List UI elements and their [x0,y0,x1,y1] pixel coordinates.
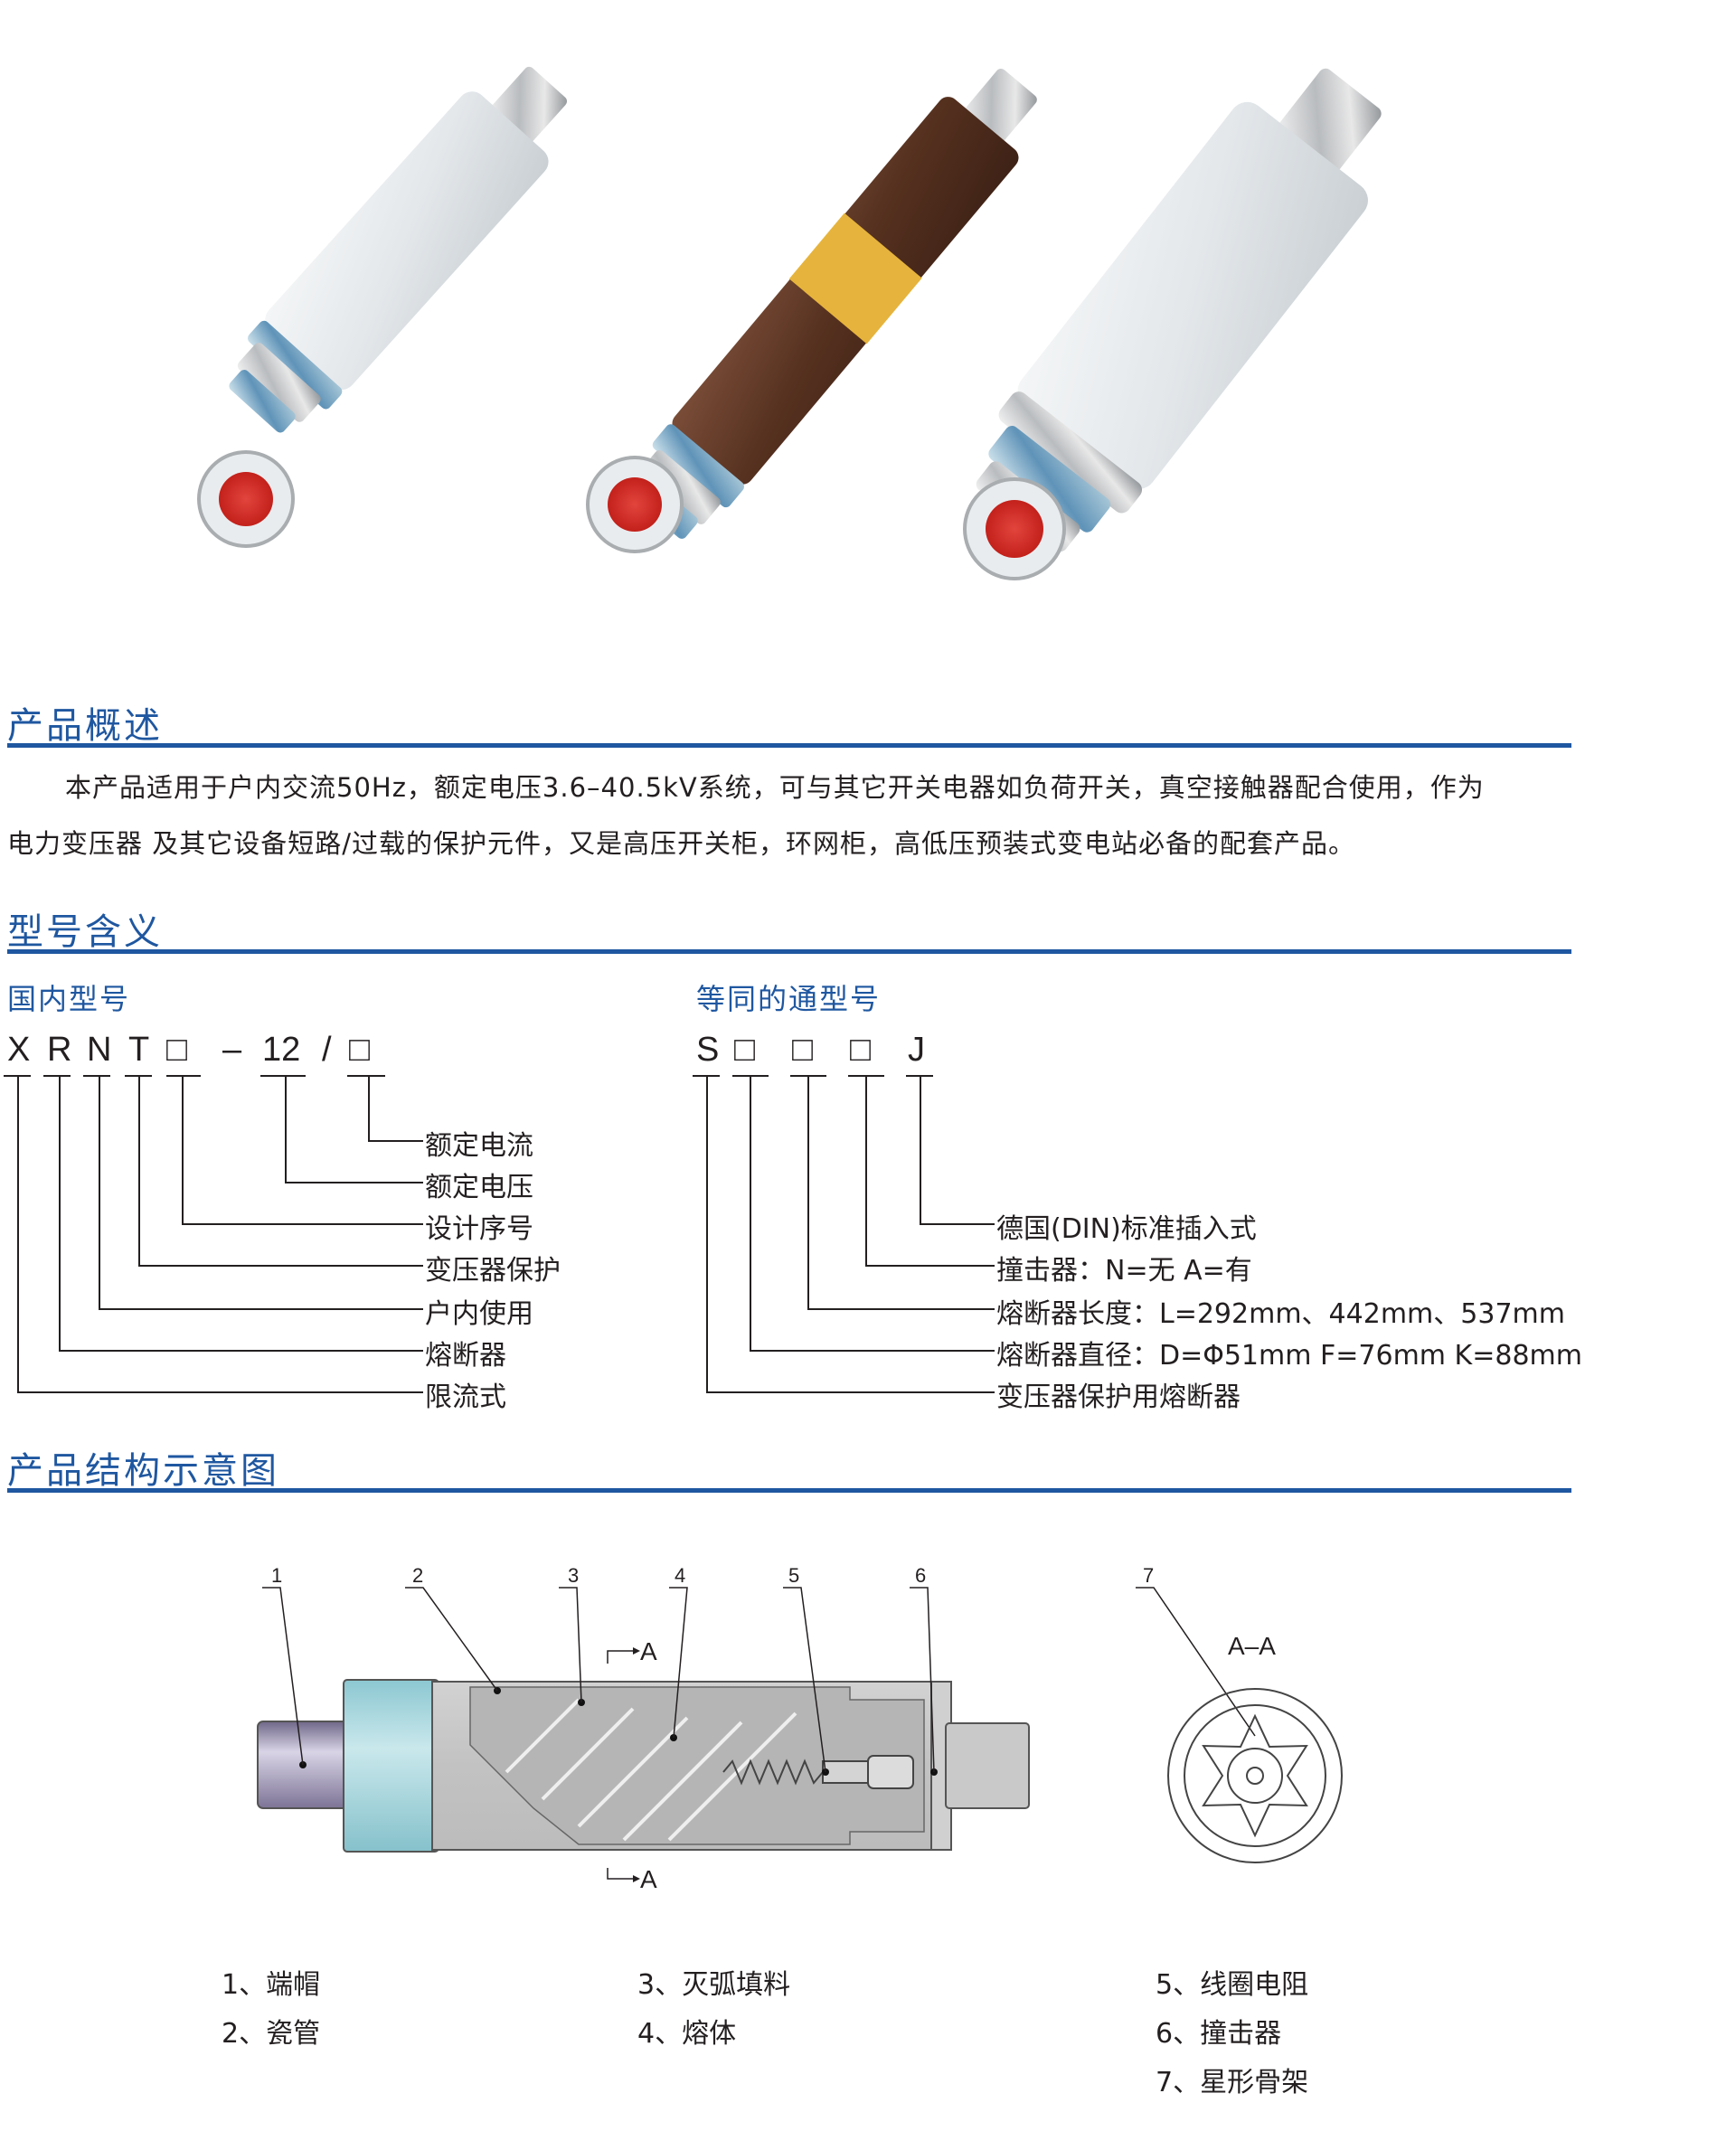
section-divider [7,1488,1571,1493]
section-marker-top: A [640,1637,657,1665]
callout-7: 7 [1143,1564,1154,1587]
label-rated-current: 额定电流 [425,1130,533,1162]
section-aa-label: A–A [1228,1632,1276,1660]
section-divider [7,949,1571,954]
label-din-plug-in: 德国(DIN)标准插入式 [996,1213,1257,1245]
code-char: S [696,1031,720,1069]
callout-6: 6 [915,1564,926,1587]
section-marker-bottom: A [640,1865,657,1893]
code-placeholder-box: □ [349,1031,370,1069]
label-fuse: 熔断器 [425,1340,506,1372]
callout-2: 2 [412,1564,423,1587]
domestic-model-heading: 国内型号 [7,982,131,1016]
equivalent-model-heading: 等同的通型号 [696,982,882,1016]
code-placeholder-box: □ [734,1031,755,1069]
red-indicator-icon [219,472,273,526]
code-placeholder-box: □ [792,1031,813,1069]
label-fuse-length: 熔断器长度：L=292mm、442mm、537mm [996,1298,1565,1330]
label-current-limiting: 限流式 [425,1381,506,1413]
label-fuse-diameter: 熔断器直径：D=Φ51mm F=76mm K=88mm [996,1340,1582,1372]
code-char: T [128,1031,150,1069]
section-title-structure: 产品结构示意图 [7,1450,279,1492]
callout-3: 3 [568,1564,579,1587]
star-core-cross-section [1167,1688,1343,1863]
legend-item-3: 3、灭弧填料 [637,1969,791,2001]
red-indicator-icon [986,500,1043,558]
label-striker: 撞击器：N=无 A=有 [996,1255,1252,1287]
legend-item-2: 2、瓷管 [222,2018,321,2050]
section-title-overview: 产品概述 [7,705,163,747]
callout-1: 1 [271,1564,282,1587]
red-indicator-icon [608,477,662,532]
fuse-white-large [963,68,1382,580]
structure-diagram: 1 2 3 4 5 6 7 A A A–A [257,1564,1343,1893]
fuse-brown-yellow [586,69,1037,553]
ceramic-tube-end [343,1679,439,1853]
callout-4: 4 [675,1564,685,1587]
label-design-serial: 设计序号 [425,1213,533,1245]
product-photos [197,66,1382,580]
section-divider [7,743,1571,748]
code-placeholder-box: □ [850,1031,871,1069]
code-char: N [87,1031,112,1069]
section-title-model-meaning: 型号含义 [7,911,163,953]
overview-line-2: 电力变压器 及其它设备短路/过载的保护元件，又是高压开关柜，环网柜，高低压预装式… [7,828,1355,859]
legend-item-6: 6、撞击器 [1156,2018,1282,2050]
code-char: 12 [262,1031,301,1069]
code-char: J [908,1031,925,1069]
label-transformer-fuse: 变压器保护用熔断器 [996,1381,1241,1413]
legend-item-4: 4、熔体 [637,2018,737,2050]
overview-line-1: 本产品适用于户内交流50Hz，额定电压3.6–40.5kV系统，可与其它开关电器… [65,772,1485,803]
end-cap [257,1721,358,1809]
code-char: R [47,1031,72,1069]
legend-item-5: 5、线圈电阻 [1156,1969,1309,2001]
code-placeholder-box: □ [166,1031,187,1069]
fuse-white-1 [197,66,568,548]
code-char: / [322,1031,332,1069]
model-leader-lines [4,1075,995,1393]
code-char: X [7,1031,31,1069]
label-transformer-protection: 变压器保护 [425,1255,561,1287]
label-rated-voltage: 额定电压 [425,1172,533,1203]
code-char: – [222,1031,242,1069]
legend-item-7: 7、星形骨架 [1156,2067,1309,2098]
legend-item-1: 1、端帽 [222,1969,321,2001]
label-indoor-use: 户内使用 [425,1298,533,1330]
callout-5: 5 [788,1564,799,1587]
